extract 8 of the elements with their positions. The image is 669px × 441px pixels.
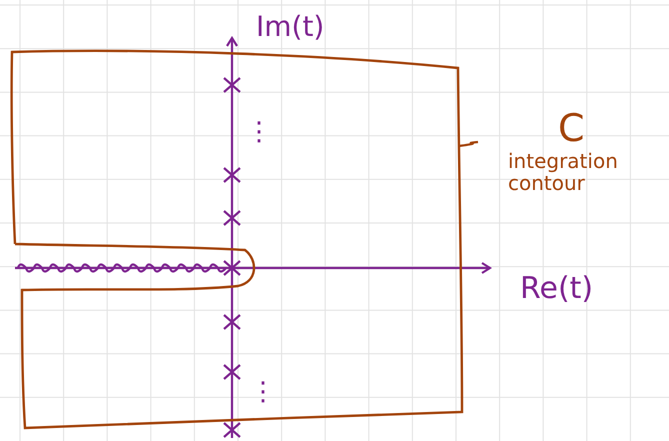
ellipsis-mark: ⋮	[246, 118, 272, 147]
axis-label: Re(t)	[520, 272, 594, 305]
leader-line	[458, 140, 478, 148]
ellipsis-mark: ⋮	[250, 378, 276, 407]
integration-contour-path	[10, 50, 464, 430]
axis-label: Im(t)	[256, 12, 324, 43]
contour-name-label: C	[558, 108, 585, 150]
contour-description: integration contour	[508, 150, 619, 194]
